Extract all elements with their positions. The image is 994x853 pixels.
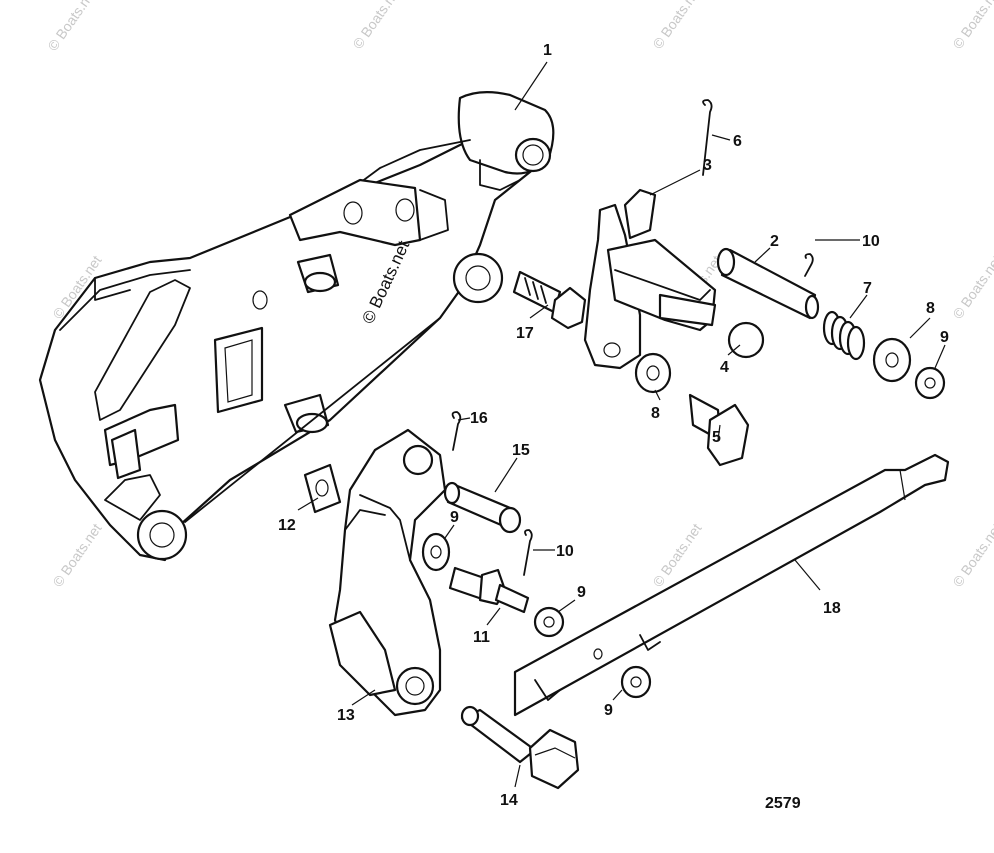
callout-2: 2 <box>770 233 779 250</box>
part-7-spring <box>822 310 866 361</box>
callout-5: 5 <box>712 429 721 446</box>
part-9-washer <box>914 366 946 400</box>
callout-1: 1 <box>543 42 552 59</box>
part-12-nut-plate <box>303 463 342 514</box>
part-17-bolt <box>512 270 587 330</box>
part-9-washer <box>620 665 652 699</box>
callout-7: 7 <box>863 280 872 297</box>
callout-18: 18 <box>823 600 841 617</box>
washers <box>421 337 946 699</box>
watermark: © Boats.net <box>349 0 404 52</box>
part-9-washer <box>533 606 565 638</box>
part-2-pin <box>716 247 820 320</box>
part-8-washer <box>634 352 672 394</box>
part-10-cotter-pin <box>804 253 814 277</box>
part-18-link-rod <box>513 453 950 717</box>
watermark: © Boats.net <box>949 252 994 321</box>
part-4-cap <box>727 321 765 359</box>
part-3-bracket <box>583 188 717 370</box>
part-9-washer <box>421 532 451 572</box>
callout-10b: 10 <box>556 543 574 560</box>
callouts: 1 2 3 4 5 6 7 8 8 9 9 9 9 10 10 11 12 13… <box>278 42 949 809</box>
callout-8b: 8 <box>651 405 660 422</box>
callout-9d: 9 <box>604 702 613 719</box>
callout-9b: 9 <box>450 509 459 526</box>
part-6-cotter-pin <box>702 99 713 176</box>
watermark: © Boats.net <box>49 520 104 589</box>
callout-3: 3 <box>703 157 712 174</box>
watermark: © Boats.net <box>949 0 994 52</box>
watermark: © Boats.net <box>649 0 704 52</box>
callout-9: 9 <box>940 329 949 346</box>
leader-lines <box>297 61 946 788</box>
callout-16: 16 <box>470 410 488 427</box>
part-1-bracket <box>38 91 555 562</box>
callout-10: 10 <box>862 233 880 250</box>
part-14-shoulder-bolt <box>460 705 580 790</box>
callout-11: 11 <box>473 629 490 646</box>
watermark: © Boats.net <box>44 0 99 54</box>
callout-15: 15 <box>512 442 530 459</box>
part-13-lever <box>328 428 447 717</box>
callout-14: 14 <box>500 792 518 809</box>
callout-8: 8 <box>926 300 935 317</box>
part-15-pin <box>443 481 522 534</box>
callout-9c: 9 <box>577 584 586 601</box>
callout-6: 6 <box>733 133 742 150</box>
callout-13: 13 <box>337 707 355 724</box>
callout-4: 4 <box>720 359 729 376</box>
callout-12: 12 <box>278 517 296 534</box>
part-11-stud <box>448 566 530 614</box>
figure-number: 2579 <box>765 795 801 812</box>
part-16-cotter-pin <box>451 411 462 451</box>
watermark: © Boats.net <box>949 520 994 589</box>
part-8-washer <box>872 337 912 383</box>
callout-17: 17 <box>516 325 534 342</box>
part-10-cotter-pin <box>523 529 533 576</box>
part-5-bolt <box>688 393 750 467</box>
